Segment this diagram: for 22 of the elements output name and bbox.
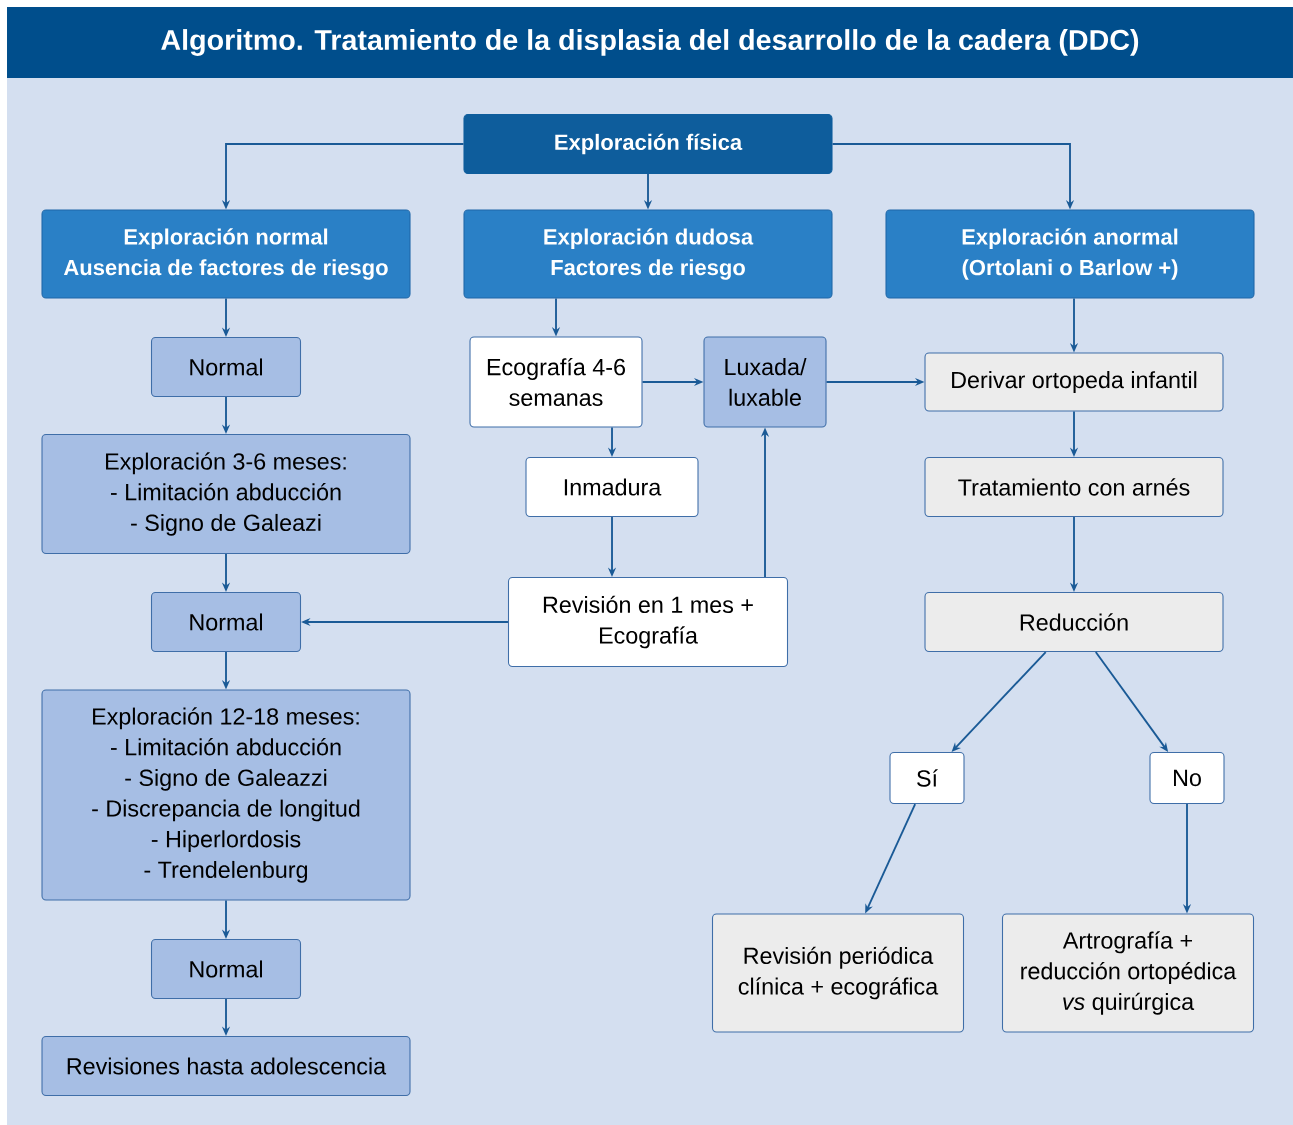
process-box: Normal [150,938,302,1000]
process-box: Derivar ortopeda infantil [924,352,1224,412]
answer-box: Sí [889,751,965,805]
category-box: Exploración dudosa Factores de riesgo [463,209,833,299]
start-box: Exploración física [463,113,833,175]
process-box: Normal [150,591,302,653]
process-box: Normal [150,336,302,398]
category-box: Exploración normal Ausencia de factores de riesgo [41,209,411,299]
process-box: Ecografía 4-6 semanas [469,336,643,428]
process-box: Revisión en 1 mes + Ecografía [507,576,789,668]
process-box: Luxada/ luxable [703,336,827,428]
title-bar: Algoritmo. Tratamiento de la displasia del desarrollo de la cadera (DDC) [7,7,1293,78]
process-box: Revisión periódica clínica + ecográfica [711,913,965,1033]
process-box: Exploración 12-18 meses: - Limitación abducción - Signo de Galeazzi - Discrepancia de longitud - Hiperlordosis - Trendelenburg [41,689,411,901]
process-box: Inmadura [525,456,699,518]
process-box: Reducción [924,591,1224,653]
process-box: Revisiones hasta adolescencia [41,1035,411,1097]
answer-box: No [1149,751,1225,805]
process-box: Artrografía + reducción ortopédica vs quirúrgica [1001,913,1255,1033]
process-box: Tratamiento con arnés [924,456,1224,518]
process-box: Exploración 3-6 meses: - Limitación abducción - Signo de Galeazi [41,433,411,555]
category-box: Exploración anormal (Ortolani o Barlow +) [885,209,1255,299]
